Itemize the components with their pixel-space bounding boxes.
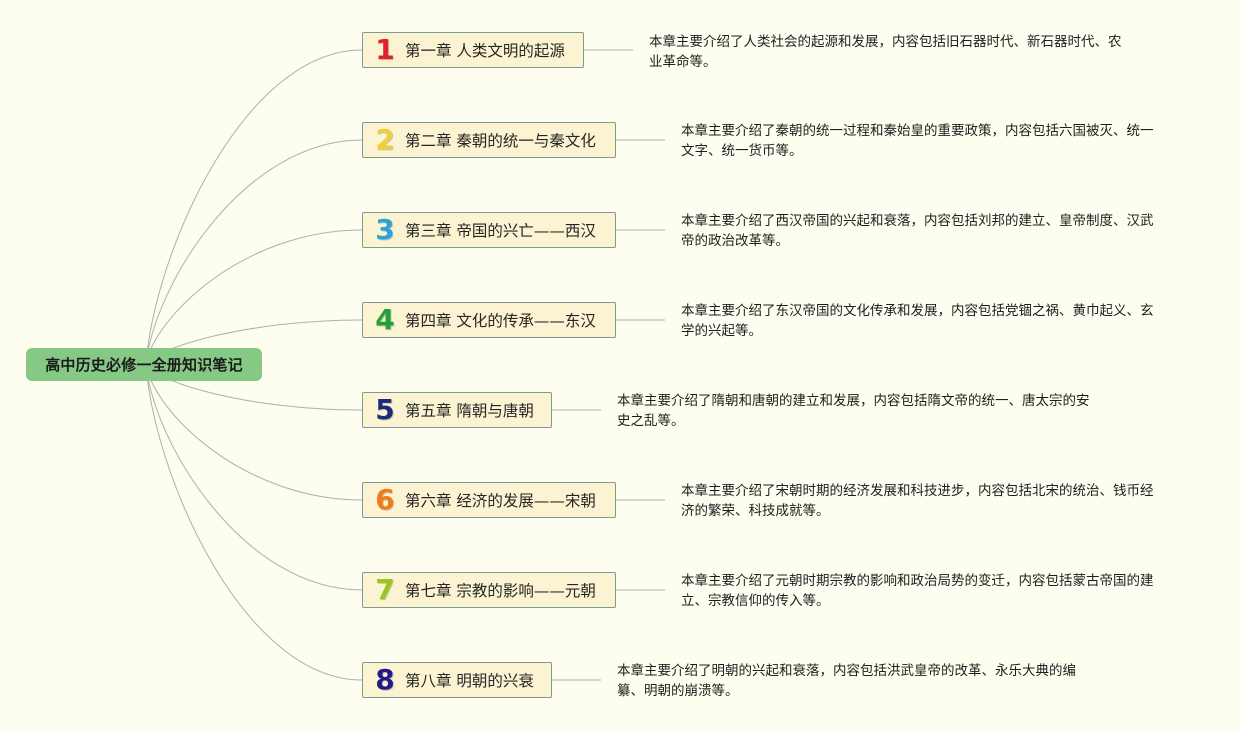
chapter-description-1-line-2: 业革命等。 (649, 54, 717, 70)
chapter-description-7-line-2: 立、宗教信仰的传入等。 (681, 593, 830, 609)
chapter-description-2[interactable]: 本章主要介绍了秦朝的统一过程和秦始皇的重要政策，内容包括六国被灭、统一 文字、统… (681, 121, 1154, 161)
edge-root-to-chapter-8 (145, 364, 363, 681)
chapter-description-3-line-2: 帝的政治改革等。 (681, 233, 789, 249)
chapter-title-5: 第五章 隋朝与唐朝 (405, 402, 534, 420)
chapter-description-6[interactable]: 本章主要介绍了宋朝时期的经济发展和科技进步，内容包括北宋的统治、钱币经 济的繁荣… (681, 481, 1154, 521)
chapter-title-4: 第四章 文化的传承——东汉 (405, 312, 596, 330)
chapter-description-4-line-2: 学的兴起等。 (681, 323, 762, 339)
chapter-number-7: 7 (375, 573, 395, 606)
chapter-description-6-line-1: 本章主要介绍了宋朝时期的经济发展和科技进步，内容包括北宋的统治、钱币经 (681, 483, 1154, 499)
chapter-description-2-line-1: 本章主要介绍了秦朝的统一过程和秦始皇的重要政策，内容包括六国被灭、统一 (681, 123, 1154, 139)
chapter-description-5-line-1: 本章主要介绍了隋朝和唐朝的建立和发展，内容包括隋文帝的统一、唐太宗的安 (617, 393, 1090, 409)
edge-root-to-chapter-3 (145, 229, 363, 365)
chapter-description-4-line-1: 本章主要介绍了东汉帝国的文化传承和发展，内容包括党锢之祸、黄巾起义、玄 (681, 303, 1154, 319)
chapter-description-2-line-2: 文字、统一货币等。 (681, 143, 803, 159)
chapter-title-8: 第八章 明朝的兴衰 (405, 672, 534, 690)
chapter-description-5-line-2: 史之乱等。 (617, 413, 685, 429)
chapter-node-7[interactable]: 7 第七章 宗教的影响——元朝 (362, 572, 616, 608)
edge-root-to-chapter-1 (145, 49, 363, 365)
chapter-description-7-line-1: 本章主要介绍了元朝时期宗教的影响和政治局势的变迁，内容包括蒙古帝国的建 (681, 573, 1154, 589)
chapter-node-1[interactable]: 1 第一章 人类文明的起源 (362, 32, 584, 68)
chapter-title-6: 第六章 经济的发展——宋朝 (405, 492, 596, 510)
chapter-description-3-line-1: 本章主要介绍了西汉帝国的兴起和衰落，内容包括刘邦的建立、皇帝制度、汉武 (681, 213, 1154, 229)
chapter-number-2: 2 (375, 123, 395, 156)
root-node[interactable]: 高中历史必修一全册知识笔记 (26, 348, 262, 381)
chapter-number-1: 1 (375, 33, 395, 66)
chapter-description-8-line-2: 纂、明朝的崩溃等。 (617, 683, 739, 699)
chapter-description-1[interactable]: 本章主要介绍了人类社会的起源和发展，内容包括旧石器时代、新石器时代、农 业革命等… (649, 32, 1122, 72)
chapter-title-1: 第一章 人类文明的起源 (405, 42, 565, 60)
edge-root-to-chapter-2 (145, 139, 363, 365)
chapter-node-8[interactable]: 8 第八章 明朝的兴衰 (362, 662, 552, 698)
chapter-title-2: 第二章 秦朝的统一与秦文化 (405, 132, 596, 150)
chapter-description-6-line-2: 济的繁荣、科技成就等。 (681, 503, 830, 519)
edge-root-to-chapter-7 (145, 364, 363, 591)
chapter-node-4[interactable]: 4 第四章 文化的传承——东汉 (362, 302, 616, 338)
chapter-description-4[interactable]: 本章主要介绍了东汉帝国的文化传承和发展，内容包括党锢之祸、黄巾起义、玄 学的兴起… (681, 301, 1154, 341)
chapter-description-1-line-1: 本章主要介绍了人类社会的起源和发展，内容包括旧石器时代、新石器时代、农 (649, 34, 1122, 50)
chapter-node-5[interactable]: 5 第五章 隋朝与唐朝 (362, 392, 552, 428)
chapter-number-4: 4 (375, 303, 395, 336)
chapter-number-3: 3 (375, 213, 395, 246)
chapter-node-6[interactable]: 6 第六章 经济的发展——宋朝 (362, 482, 616, 518)
chapter-number-6: 6 (375, 483, 395, 516)
chapter-node-2[interactable]: 2 第二章 秦朝的统一与秦文化 (362, 122, 616, 158)
chapter-description-5[interactable]: 本章主要介绍了隋朝和唐朝的建立和发展，内容包括隋文帝的统一、唐太宗的安 史之乱等… (617, 391, 1090, 431)
chapter-description-8-line-1: 本章主要介绍了明朝的兴起和衰落，内容包括洪武皇帝的改革、永乐大典的编 (617, 663, 1076, 679)
chapter-number-8: 8 (375, 663, 395, 696)
chapter-node-3[interactable]: 3 第三章 帝国的兴亡——西汉 (362, 212, 616, 248)
chapter-title-7: 第七章 宗教的影响——元朝 (405, 582, 596, 600)
chapter-number-5: 5 (375, 393, 395, 426)
chapter-description-3[interactable]: 本章主要介绍了西汉帝国的兴起和衰落，内容包括刘邦的建立、皇帝制度、汉武 帝的政治… (681, 211, 1154, 251)
chapter-title-3: 第三章 帝国的兴亡——西汉 (405, 222, 596, 240)
chapter-description-7[interactable]: 本章主要介绍了元朝时期宗教的影响和政治局势的变迁，内容包括蒙古帝国的建 立、宗教… (681, 571, 1154, 611)
chapter-description-8[interactable]: 本章主要介绍了明朝的兴起和衰落，内容包括洪武皇帝的改革、永乐大典的编 纂、明朝的… (617, 661, 1076, 701)
edge-root-to-chapter-6 (145, 364, 363, 501)
root-title: 高中历史必修一全册知识笔记 (45, 356, 243, 374)
